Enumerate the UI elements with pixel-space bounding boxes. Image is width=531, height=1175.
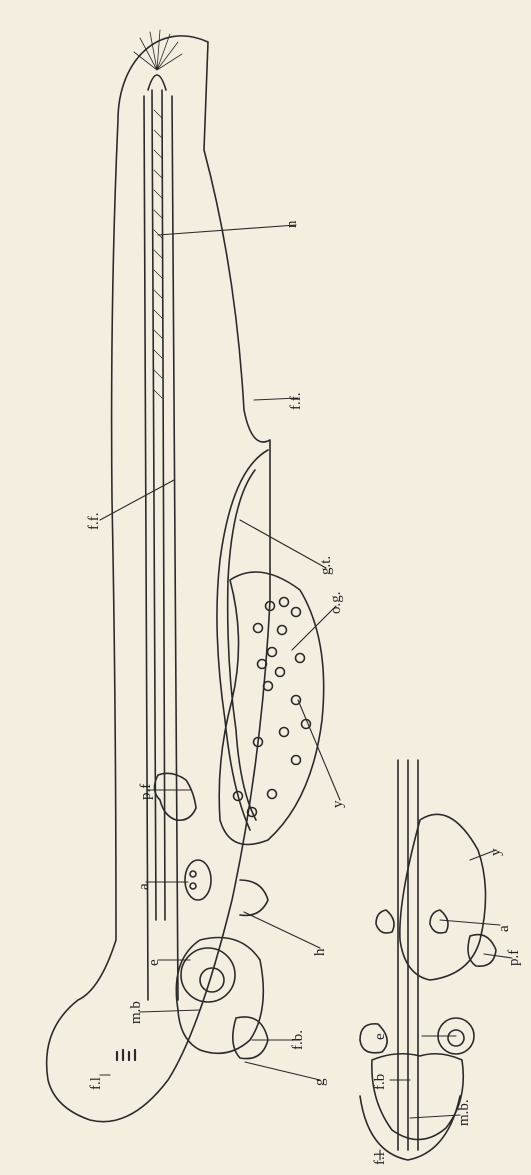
dorsal-yolk-sac [400,814,486,980]
label-mb: m.b [128,1001,144,1024]
label-pf: p.f [138,784,154,800]
label-y: y [330,800,346,808]
dorsal-right-pupil [448,1030,464,1046]
label-fl: f.l [88,1077,104,1090]
label-dorsal-a: a [496,925,512,932]
label-gt: g.t. [318,556,334,575]
fin-fold-outline [47,36,270,1122]
oil-globules [234,598,311,817]
notochord-inner [162,90,165,920]
label-og: o.g. [328,592,344,615]
tail-tip [148,75,166,90]
label-dorsal-e: e [372,1033,388,1040]
gut-tube [217,450,268,830]
body-axis-upper [144,96,148,1000]
lateral-view [47,30,324,1122]
heart [240,880,268,915]
head-pigment [117,1050,135,1060]
notochord-hatch [154,110,162,398]
dorsal-pectoral-fin [468,935,496,967]
label-dorsal-y: y [488,848,504,856]
dorsal-body-outline [398,760,418,1150]
label-ff-lower: f.f. [288,393,304,411]
pectoral-fin [154,773,196,820]
label-dorsal-mb: m.b. [456,1099,472,1126]
label-g: g [312,1078,328,1086]
label-n: n [284,220,300,228]
body-axis-lower [172,96,178,1000]
eye [181,948,235,1002]
label-dorsal-pf: p.f [506,950,522,966]
forebrain [233,1017,268,1059]
yolk-sac [219,572,323,845]
label-a: a [136,883,152,890]
label-ff-upper: f.f. [86,513,102,531]
dorsal-auditory-vesicles [376,910,448,933]
dorsal-view [360,760,496,1160]
label-h: h [312,948,328,956]
label-fb: f.b. [290,1030,306,1050]
label-dorsal-fl: f.l [372,1152,388,1165]
label-e: e [146,959,162,966]
label-dorsal-fb: f.b [372,1074,388,1090]
auditory-vesicle [185,860,211,900]
